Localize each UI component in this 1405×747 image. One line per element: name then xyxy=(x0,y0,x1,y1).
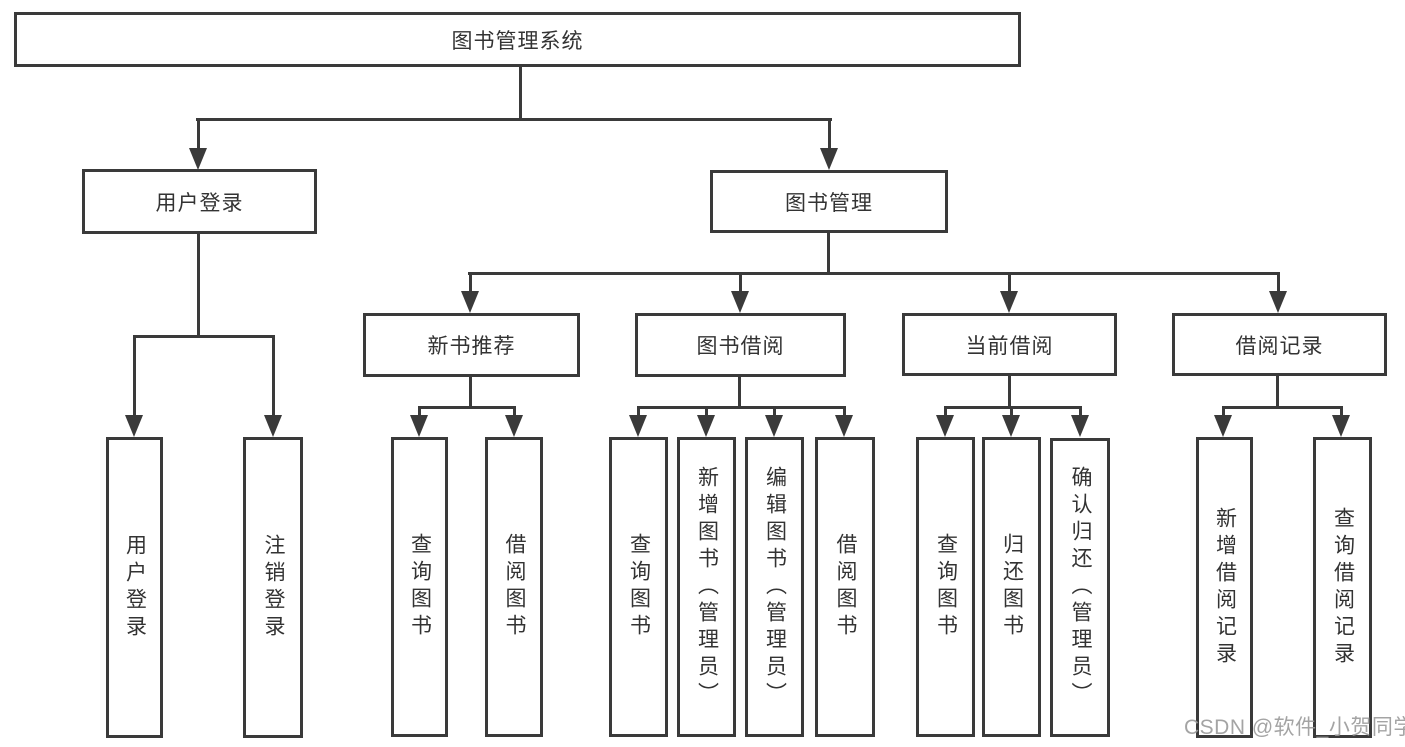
connector-root-stub xyxy=(519,67,522,121)
node-logout-action: 注销登录 xyxy=(243,437,303,738)
connector-arrow-shaft xyxy=(133,335,136,417)
arrowhead-down xyxy=(505,415,523,437)
node-add-book-admin-label: 新增图书（管理员） xyxy=(695,465,719,709)
connector-arrow-shaft xyxy=(469,272,472,293)
connector-stub xyxy=(1008,376,1011,409)
connector-book-mgmt-stub xyxy=(827,233,830,275)
node-new-book-recommend: 新书推荐 xyxy=(363,313,580,377)
connector-arrow-shaft xyxy=(828,118,831,150)
connector-rail xyxy=(418,406,516,409)
node-borrow-book-label: 借阅图书 xyxy=(834,533,857,641)
connector-arrow-shaft xyxy=(773,406,776,417)
arrowhead-down xyxy=(820,148,838,170)
connector-arrow-shaft xyxy=(1277,272,1280,293)
arrowhead-down xyxy=(264,415,282,437)
node-user-login-action: 用户登录 xyxy=(106,437,163,738)
node-user-login-label: 用户登录 xyxy=(155,191,244,215)
connector-stub xyxy=(469,377,472,409)
node-borrow-record: 借阅记录 xyxy=(1172,313,1387,376)
connector-rail xyxy=(637,406,846,409)
connector-level3-rail xyxy=(468,272,1279,275)
connector-stub xyxy=(1276,376,1279,409)
node-recommend-query-book: 查询图书 xyxy=(391,437,448,737)
connector-arrow-shaft xyxy=(1340,406,1343,417)
connector-rail xyxy=(944,406,1082,409)
node-user-login-action-label: 用户登录 xyxy=(123,533,147,642)
node-query-borrow-record: 查询借阅记录 xyxy=(1313,437,1372,738)
connector-user-login-stub xyxy=(197,234,200,338)
node-edit-book-admin: 编辑图书（管理员） xyxy=(745,437,804,737)
node-user-login: 用户登录 xyxy=(82,169,317,234)
arrowhead-down xyxy=(1332,415,1350,437)
node-query-borrow-record-label: 查询借阅记录 xyxy=(1331,506,1355,669)
node-edit-book-admin-label: 编辑图书（管理员） xyxy=(763,465,787,709)
connector-arrow-shaft xyxy=(513,406,516,417)
node-add-borrow-record: 新增借阅记录 xyxy=(1196,437,1253,738)
node-current-borrow: 当前借阅 xyxy=(902,313,1117,376)
arrowhead-down xyxy=(461,291,479,313)
node-current-borrow-label: 当前借阅 xyxy=(965,334,1054,358)
node-root-label: 图书管理系统 xyxy=(451,29,584,53)
node-confirm-return-admin-label: 确认归还（管理员） xyxy=(1069,466,1092,709)
arrowhead-down xyxy=(410,415,428,437)
arrowhead-down xyxy=(629,415,647,437)
arrowhead-down xyxy=(125,415,143,437)
connector-user-login-rail xyxy=(133,335,275,338)
arrowhead-down xyxy=(731,291,749,313)
arrowhead-down xyxy=(697,415,715,437)
connector-arrow-shaft xyxy=(197,118,200,150)
connector-arrow-shaft xyxy=(1222,406,1225,417)
node-book-management: 图书管理 xyxy=(710,170,948,233)
node-return-book-label: 归还图书 xyxy=(1000,533,1024,641)
node-book-management-label: 图书管理 xyxy=(785,191,873,215)
node-recommend-borrow-book-label: 借阅图书 xyxy=(503,533,526,641)
node-add-borrow-record-label: 新增借阅记录 xyxy=(1213,506,1237,669)
node-root: 图书管理系统 xyxy=(14,12,1021,67)
connector-arrow-shaft xyxy=(1079,406,1082,417)
arrowhead-down xyxy=(835,415,853,437)
node-borrow-query-book-label: 查询图书 xyxy=(627,533,651,641)
arrowhead-down xyxy=(1214,415,1232,437)
arrowhead-down xyxy=(1000,291,1018,313)
node-current-query-book-label: 查询图书 xyxy=(934,533,958,641)
node-recommend-query-book-label: 查询图书 xyxy=(408,533,432,641)
arrowhead-down xyxy=(936,415,954,437)
connector-arrow-shaft xyxy=(272,335,275,417)
csdn-watermark: CSDN @软件_小贺同学 xyxy=(1184,716,1405,739)
connector-stub xyxy=(738,377,741,409)
connector-arrow-shaft xyxy=(418,406,421,417)
arrowhead-down xyxy=(765,415,783,437)
connector-arrow-shaft xyxy=(739,272,742,293)
connector-top-rail xyxy=(196,118,832,121)
connector-arrow-shaft xyxy=(843,406,846,417)
connector-arrow-shaft xyxy=(944,406,947,417)
arrowhead-down xyxy=(1071,415,1089,437)
node-add-book-admin: 新增图书（管理员） xyxy=(677,437,736,737)
connector-arrow-shaft xyxy=(705,406,708,417)
connector-arrow-shaft xyxy=(1008,272,1011,293)
node-current-query-book: 查询图书 xyxy=(916,437,975,737)
node-return-book: 归还图书 xyxy=(982,437,1041,737)
node-logout-action-label: 注销登录 xyxy=(262,533,285,642)
connector-rail xyxy=(1222,406,1343,409)
node-book-borrow: 图书借阅 xyxy=(635,313,846,377)
node-borrow-record-label: 借阅记录 xyxy=(1235,334,1324,358)
arrowhead-down xyxy=(1269,291,1287,313)
arrowhead-down xyxy=(189,148,207,170)
node-recommend-borrow-book: 借阅图书 xyxy=(485,437,543,737)
connector-arrow-shaft xyxy=(637,406,640,417)
node-borrow-book: 借阅图书 xyxy=(815,437,875,737)
node-book-borrow-label: 图书借阅 xyxy=(696,335,785,358)
node-borrow-query-book: 查询图书 xyxy=(609,437,668,737)
node-confirm-return-admin: 确认归还（管理员） xyxy=(1050,438,1110,737)
arrowhead-down xyxy=(1002,415,1020,437)
node-new-book-recommend-label: 新书推荐 xyxy=(427,335,516,358)
connector-arrow-shaft xyxy=(1010,406,1013,417)
